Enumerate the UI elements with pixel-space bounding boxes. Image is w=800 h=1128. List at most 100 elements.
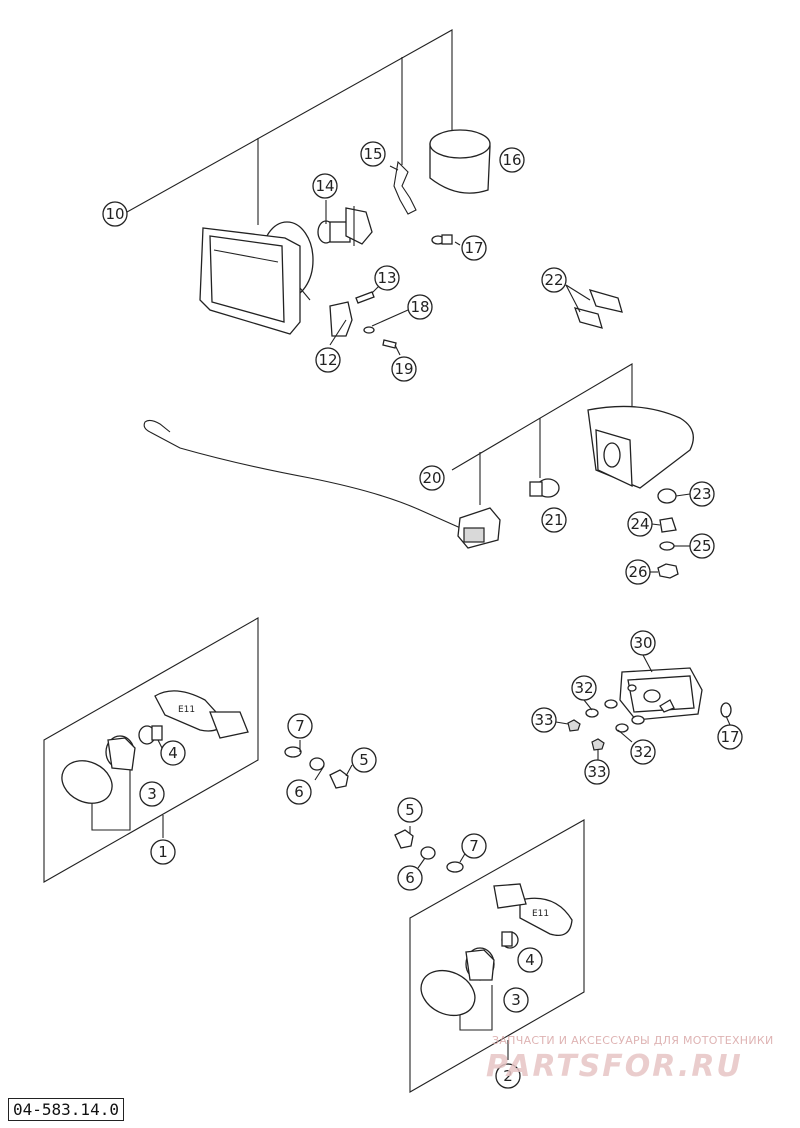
callout-23: 23 bbox=[689, 481, 715, 507]
callout-26: 26 bbox=[625, 559, 651, 585]
svg-text:24: 24 bbox=[630, 515, 649, 533]
tail-bulb bbox=[529, 478, 560, 498]
part-number-label: 04-583.14.0 bbox=[8, 1098, 124, 1121]
callout-21: 21 bbox=[541, 507, 567, 533]
svg-text:3: 3 bbox=[511, 991, 521, 1009]
screw bbox=[355, 291, 375, 304]
callout-10: 10 bbox=[102, 201, 128, 227]
svg-text:2: 2 bbox=[503, 1067, 513, 1085]
callout-15: 15 bbox=[360, 141, 386, 167]
headlight-bulb bbox=[317, 206, 373, 246]
mount-hardware-left bbox=[284, 740, 353, 789]
svg-text:3: 3 bbox=[147, 785, 157, 803]
headlight-group bbox=[126, 29, 623, 356]
svg-text:4: 4 bbox=[168, 744, 178, 762]
wire-clip bbox=[393, 160, 417, 215]
callout-24: 24 bbox=[627, 511, 653, 537]
license-light-group bbox=[555, 654, 732, 760]
callout-30: 30 bbox=[630, 630, 656, 656]
svg-text:33: 33 bbox=[587, 763, 606, 781]
callout-1: 1 bbox=[150, 839, 176, 865]
callout-4-right: 4 bbox=[517, 947, 543, 973]
parking-bulb bbox=[431, 234, 453, 245]
callout-33-bottom: 33 bbox=[584, 759, 610, 785]
svg-text:21: 21 bbox=[544, 511, 563, 529]
turn-signal-ring-right bbox=[465, 947, 495, 981]
svg-text:E11: E11 bbox=[178, 705, 195, 715]
svg-text:4: 4 bbox=[525, 951, 535, 969]
svg-text:22: 22 bbox=[544, 271, 563, 289]
mount-hardware-right bbox=[394, 826, 467, 873]
turn-signal-ring bbox=[105, 735, 136, 771]
svg-text:7: 7 bbox=[295, 717, 305, 735]
turn-signal-housing: E11 bbox=[154, 690, 249, 739]
washer-tail bbox=[659, 541, 675, 551]
callout-25: 25 bbox=[689, 533, 715, 559]
watermark-logo: PARTSFOR.RU bbox=[486, 1049, 743, 1084]
svg-text:16: 16 bbox=[502, 151, 521, 169]
watermark-tagline: ЗАПЧАСТИ И АКСЕССУАРЫ ДЛЯ МОТОТЕХНИКИ bbox=[492, 1034, 774, 1047]
callout-7-right: 7 bbox=[461, 833, 487, 859]
mounting-bracket bbox=[329, 301, 353, 337]
turn-signal-bulb bbox=[138, 725, 163, 745]
svg-text:5: 5 bbox=[359, 751, 369, 769]
headlight-housing bbox=[199, 221, 314, 335]
callout-32-bottom: 32 bbox=[630, 739, 656, 765]
svg-text:20: 20 bbox=[422, 469, 441, 487]
svg-text:15: 15 bbox=[363, 145, 382, 163]
svg-text:30: 30 bbox=[633, 634, 652, 652]
svg-text:13: 13 bbox=[377, 269, 396, 287]
callout-5-right: 5 bbox=[397, 797, 423, 823]
callout-7-left: 7 bbox=[287, 713, 313, 739]
svg-text:25: 25 bbox=[692, 537, 711, 555]
rubber-cap bbox=[429, 129, 491, 194]
callout-32-top: 32 bbox=[571, 675, 597, 701]
callout-14: 14 bbox=[312, 173, 338, 199]
svg-text:19: 19 bbox=[394, 360, 413, 378]
callout-17-top: 17 bbox=[461, 235, 487, 261]
callout-17-right: 17 bbox=[717, 724, 743, 750]
svg-text:14: 14 bbox=[315, 177, 334, 195]
svg-text:E11: E11 bbox=[532, 909, 549, 919]
turn-signal-lens-right bbox=[420, 969, 476, 1017]
svg-text:12: 12 bbox=[318, 351, 337, 369]
rubber-grommet bbox=[657, 488, 677, 504]
callout-13: 13 bbox=[374, 265, 400, 291]
callout-6-right: 6 bbox=[397, 865, 423, 891]
svg-text:7: 7 bbox=[469, 837, 479, 855]
turn-signal-right-group: E11 bbox=[409, 819, 585, 1093]
callout-18: 18 bbox=[407, 294, 433, 320]
bulb-socket bbox=[457, 507, 501, 549]
turn-signal-bulb-right bbox=[501, 931, 519, 949]
callout-19: 19 bbox=[391, 356, 417, 382]
callout-3-left: 3 bbox=[139, 781, 165, 807]
callout-2: 2 bbox=[495, 1063, 521, 1089]
svg-text:17: 17 bbox=[464, 239, 483, 257]
svg-text:10: 10 bbox=[105, 205, 124, 223]
turn-signal-housing-right: E11 bbox=[493, 883, 573, 937]
callout-12: 12 bbox=[315, 347, 341, 373]
turn-signal-left-group: E11 bbox=[43, 617, 259, 883]
svg-text:6: 6 bbox=[405, 869, 415, 887]
callout-16: 16 bbox=[499, 147, 525, 173]
svg-text:17: 17 bbox=[720, 728, 739, 746]
nut-tail bbox=[657, 563, 679, 579]
callout-3-right: 3 bbox=[503, 987, 529, 1013]
callout-33-left: 33 bbox=[531, 707, 557, 733]
turn-signal-lens bbox=[61, 760, 113, 804]
tail-housing bbox=[587, 405, 694, 489]
callout-20: 20 bbox=[419, 465, 445, 491]
spacer bbox=[659, 517, 677, 533]
svg-text:26: 26 bbox=[628, 563, 647, 581]
svg-text:6: 6 bbox=[294, 783, 304, 801]
svg-text:1: 1 bbox=[158, 843, 168, 861]
license-bulb bbox=[720, 702, 732, 718]
svg-text:33: 33 bbox=[534, 711, 553, 729]
callout-6-left: 6 bbox=[286, 779, 312, 805]
svg-text:18: 18 bbox=[410, 298, 429, 316]
callout-5-left: 5 bbox=[351, 747, 377, 773]
svg-text:32: 32 bbox=[574, 679, 593, 697]
watermark: ЗАПЧАСТИ И АКСЕССУАРЫ ДЛЯ МОТОТЕХНИКИ PA… bbox=[486, 1034, 774, 1084]
washer bbox=[363, 326, 375, 334]
